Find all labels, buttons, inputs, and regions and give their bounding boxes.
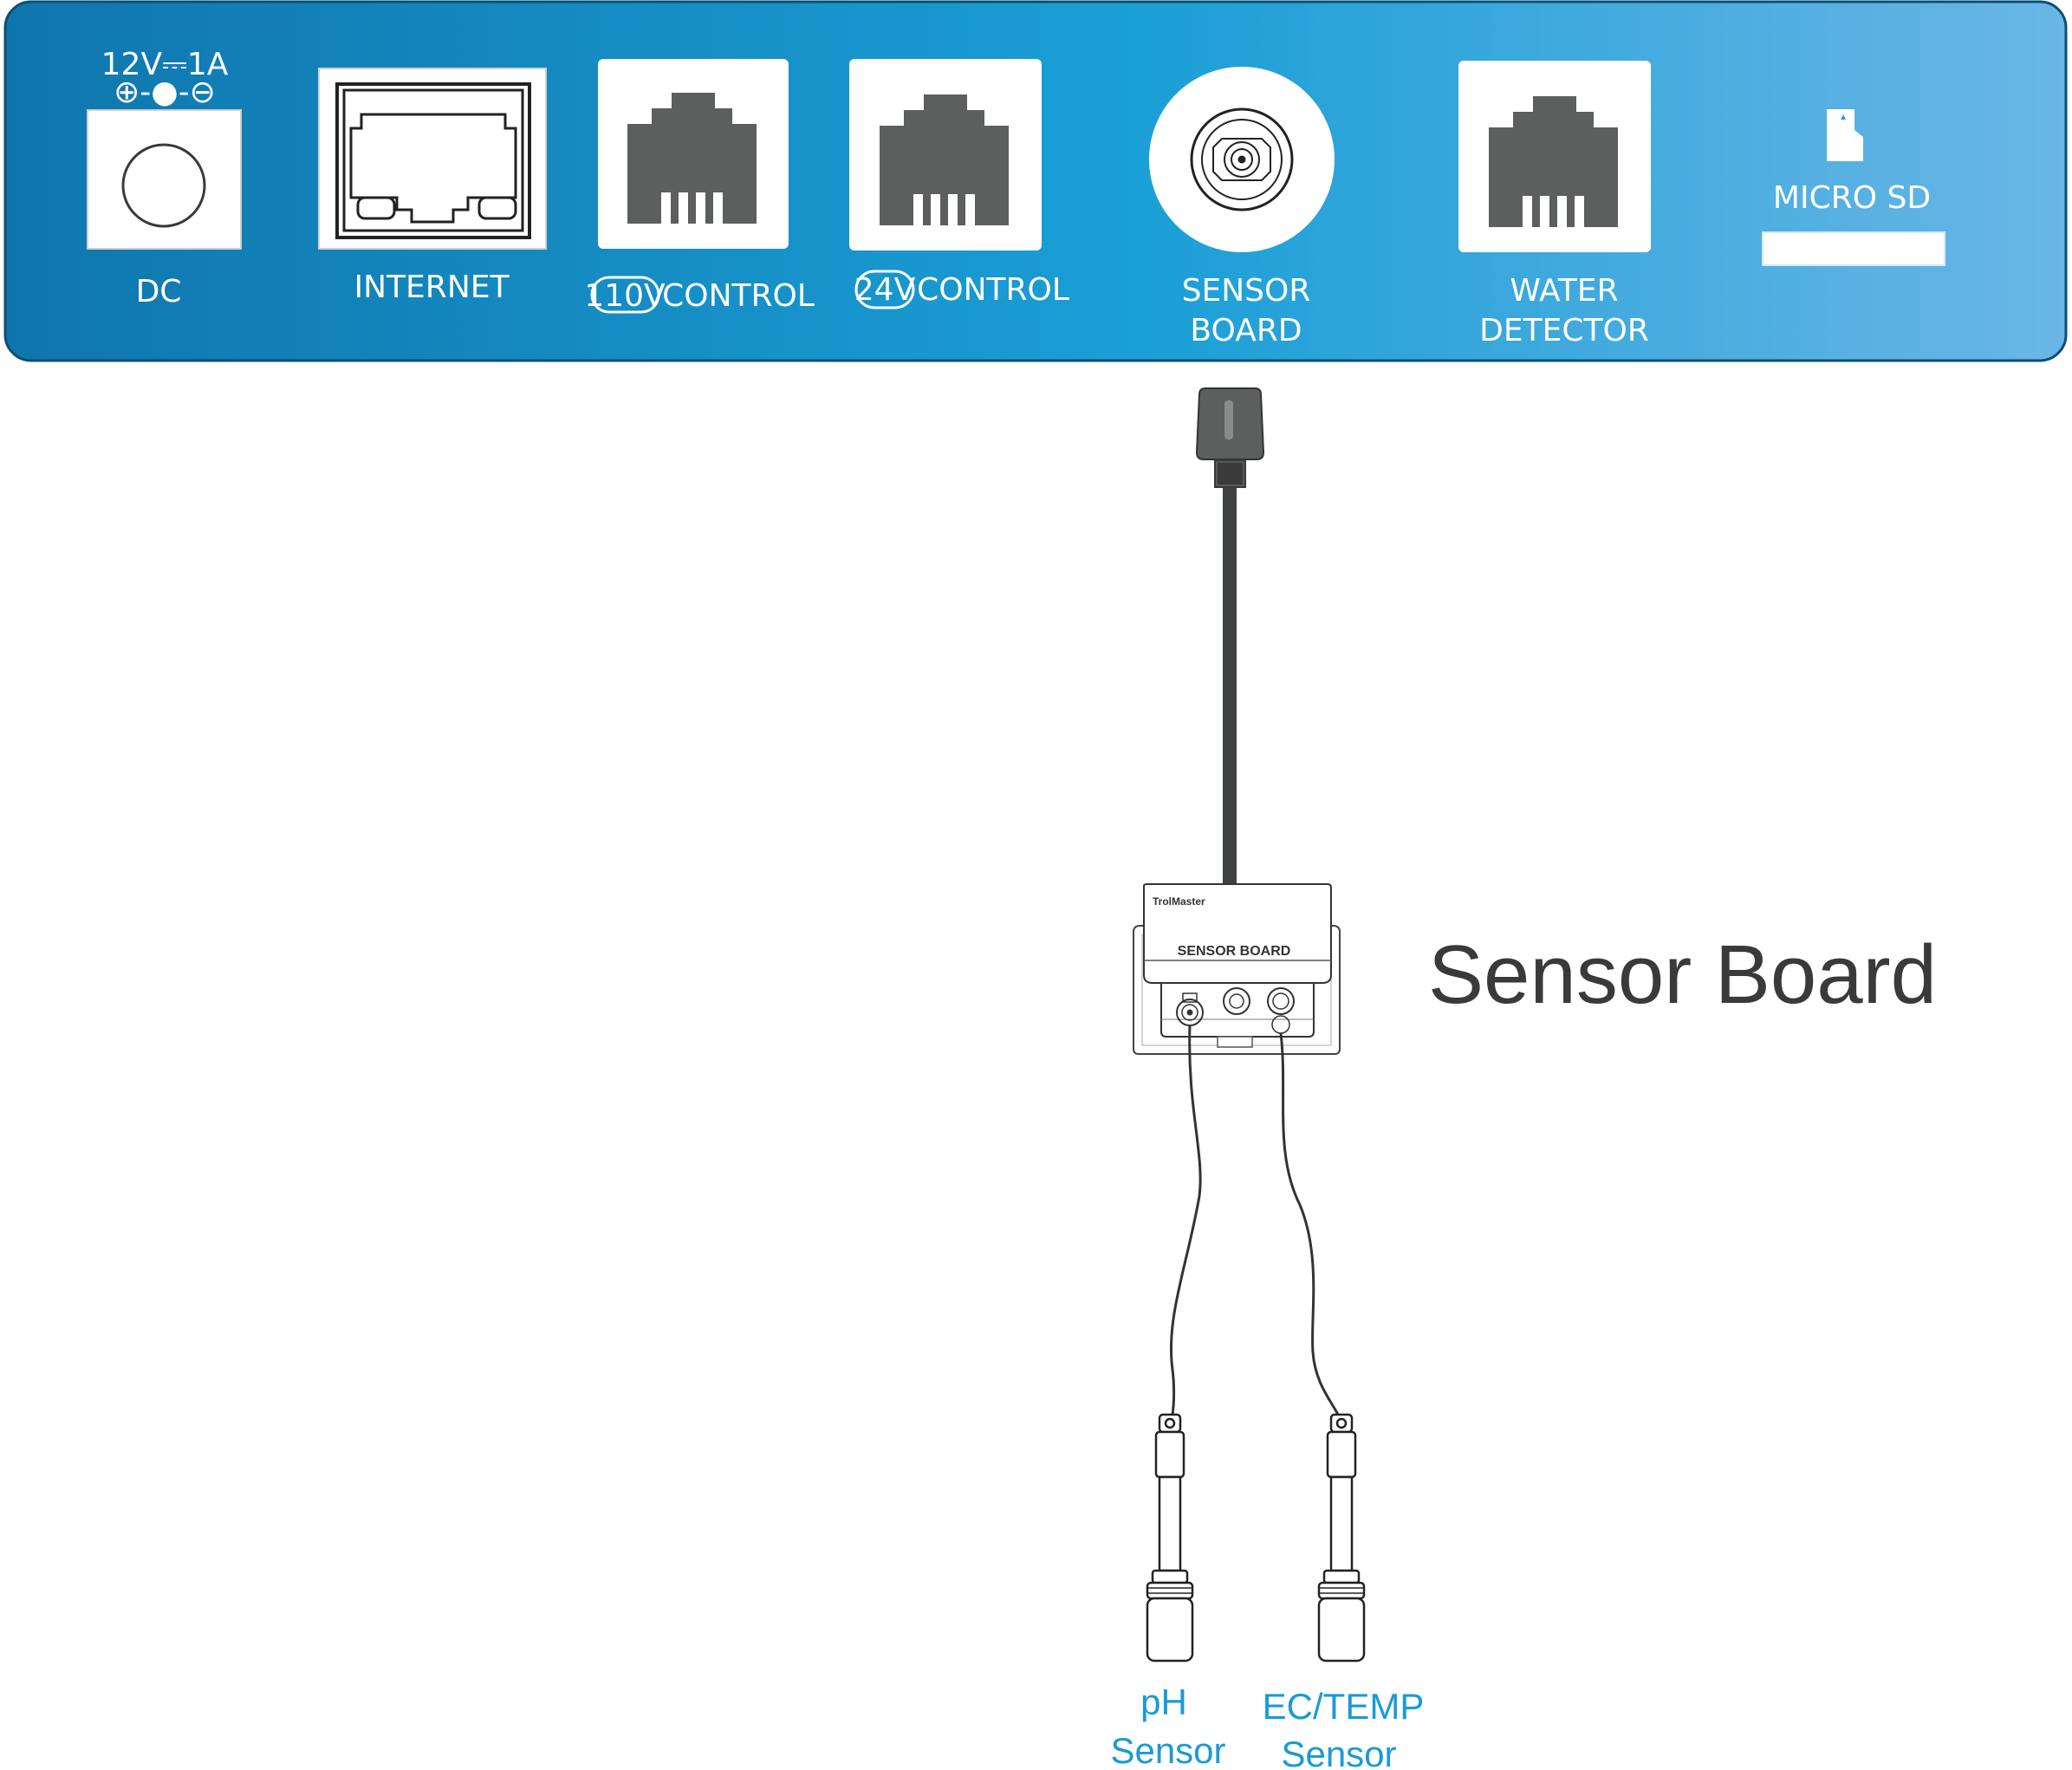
sensor-board-device: TrolMaster SENSOR BOARD — [1133, 883, 1341, 1055]
ethernet-jack-icon — [335, 82, 531, 239]
bnc-plug — [1195, 387, 1265, 488]
ph-probe-icon — [1146, 1413, 1194, 1663]
sensor-board-port-label-line1: SENSOR — [1182, 273, 1311, 309]
control-110v-port[interactable]: 110V CONTROL — [584, 59, 815, 314]
control-110v-label: CONTROL — [662, 278, 815, 314]
dc-socket-icon — [121, 143, 206, 228]
dc-polarity-icon: ⊕-●-⊖ — [114, 75, 216, 110]
micro-sd-slot[interactable]: MICRO SD — [1762, 109, 1945, 266]
voltage-badge-110v — [590, 276, 660, 314]
rj-jack-icon — [627, 93, 757, 224]
internet-port[interactable]: INTERNET — [318, 68, 547, 305]
rj-jack-icon — [880, 94, 1009, 225]
ec-temp-probe-icon — [1317, 1413, 1366, 1663]
water-detector-label-line2: DETECTOR — [1479, 313, 1649, 348]
ph-probe-cable — [1166, 1025, 1202, 1427]
device-brand-text: TrolMaster — [1153, 895, 1205, 908]
badge-24v-text: 24V — [854, 272, 916, 308]
main-cable — [1223, 488, 1237, 887]
voltage-badge-24v — [854, 270, 915, 309]
water-detector-label-line1: WATER — [1510, 273, 1618, 309]
sensor-board-port[interactable]: SENSOR BOARD — [1149, 67, 1335, 348]
ec-probe-cable — [1279, 1032, 1343, 1422]
dc-rating-text: 12V⎓1A — [101, 47, 229, 82]
dc-label: DC — [136, 274, 182, 309]
aux-input-icon — [1223, 987, 1250, 1015]
sd-slot-opening — [1762, 231, 1945, 266]
device-label-text: SENSOR BOARD — [1178, 944, 1291, 959]
micro-sd-label: MICRO SD — [1773, 180, 1931, 216]
controller-back-panel: 12V⎓1A ⊕-●-⊖ DC INTERNET — [3, 0, 2068, 362]
ec-probe-label-line1: EC/TEMP — [1263, 1686, 1425, 1727]
sensor-board-port-label-line2: BOARD — [1190, 313, 1302, 348]
sd-card-icon — [1827, 109, 1863, 161]
badge-110v-text: 110V — [584, 278, 666, 314]
ec-probe-label-line2: Sensor — [1281, 1734, 1396, 1770]
dc-power-port[interactable]: 12V⎓1A ⊕-●-⊖ DC — [87, 47, 242, 309]
diagram-title: Sensor Board — [1428, 928, 1937, 1021]
rj-jack-icon — [1489, 96, 1618, 227]
control-24v-label: CONTROL — [917, 272, 1069, 308]
water-detector-port[interactable]: WATER DETECTOR — [1458, 61, 1651, 348]
control-24v-port[interactable]: 24V CONTROL — [849, 59, 1069, 309]
bnc-connector-icon — [1190, 107, 1294, 211]
internet-label: INTERNET — [354, 270, 510, 305]
ph-probe-label-line1: pH — [1140, 1682, 1187, 1722]
ph-probe-label-line2: Sensor — [1110, 1730, 1225, 1770]
